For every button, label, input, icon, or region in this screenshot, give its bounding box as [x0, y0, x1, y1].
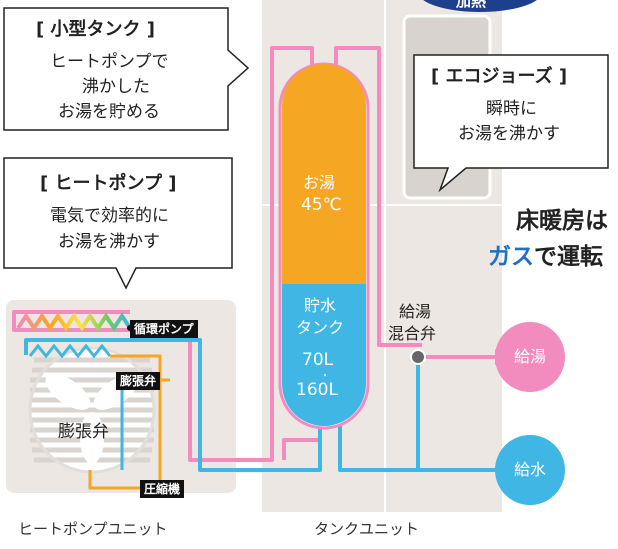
tank-cap1-label: 70L	[302, 350, 334, 370]
hot-supply-label: 給湯	[514, 347, 547, 366]
floor-heating-gas: ガス	[488, 244, 534, 270]
compressor-label: 圧縮機	[140, 480, 185, 498]
pump-label: 循環ポンプ	[130, 320, 198, 338]
callout-small-tank-bubble	[3, 7, 250, 131]
tank-cold-section	[282, 284, 366, 426]
expansion-valve-label-small: 膨張弁	[116, 372, 161, 390]
hot-supply-circle	[495, 322, 565, 392]
blue-pipe-water-supply	[338, 423, 505, 472]
tank-unit-label: タンクユニット	[314, 520, 420, 538]
pink-pipe-heat-loop	[12, 46, 314, 462]
valve-label-line1: 給湯	[399, 302, 432, 321]
callout-eco-jozu-title: [ エコジョーズ ]	[431, 66, 568, 87]
valve-label-line2: 混合弁	[388, 324, 437, 343]
floor-heating-line2: ガスで運転	[488, 246, 603, 269]
callout-small-tank-line1: ヒートポンプで	[50, 52, 169, 72]
blue-pipe-tank	[24, 338, 322, 472]
callout-heat-pump-line2: お湯を沸かす	[58, 232, 160, 252]
floor-heating-rest: で運転	[534, 244, 603, 270]
callout-small-tank-line3: お湯を貯める	[58, 102, 160, 122]
tank-temp-label: 45℃	[301, 195, 342, 215]
tank-word-label: タンク	[296, 318, 345, 337]
mixing-valve-icon	[410, 349, 426, 365]
tank-cap2-label: 160L	[296, 380, 338, 400]
heat-pump-unit-label: ヒートポンプユニット	[18, 520, 168, 538]
callout-eco-jozu-line2: お湯を沸かす	[458, 124, 560, 144]
heat-coil-rainbow	[16, 312, 132, 332]
floor-heating-line1: 床暖房は	[516, 208, 608, 234]
callout-heat-pump-line1: 電気で効率的に	[50, 206, 169, 226]
fan-icon	[28, 346, 156, 474]
tank-hot-section	[282, 64, 366, 284]
water-supply-label: 給水	[514, 460, 547, 479]
callout-heat-pump-title: [ ヒートポンプ ]	[40, 173, 177, 194]
callout-eco-jozu-bubble	[413, 54, 609, 193]
cold-coil	[28, 343, 112, 359]
callout-heat-pump-bubble	[3, 157, 233, 290]
tank-storage-label: 貯水	[304, 296, 337, 315]
water-supply-circle	[495, 435, 565, 505]
callout-small-tank-title: [ 小型タンク ]	[36, 19, 155, 40]
tank-cap-dot: ・	[320, 371, 330, 382]
tank-hot-water-label: お湯	[303, 173, 336, 192]
heating-badge	[423, 0, 537, 12]
callout-small-tank-line2: 沸かした	[82, 77, 150, 97]
callout-eco-jozu-line1: 瞬時に	[486, 99, 537, 119]
heating-badge-label: 加熱	[456, 0, 487, 10]
expansion-valve-label-large: 膨張弁	[58, 422, 109, 442]
